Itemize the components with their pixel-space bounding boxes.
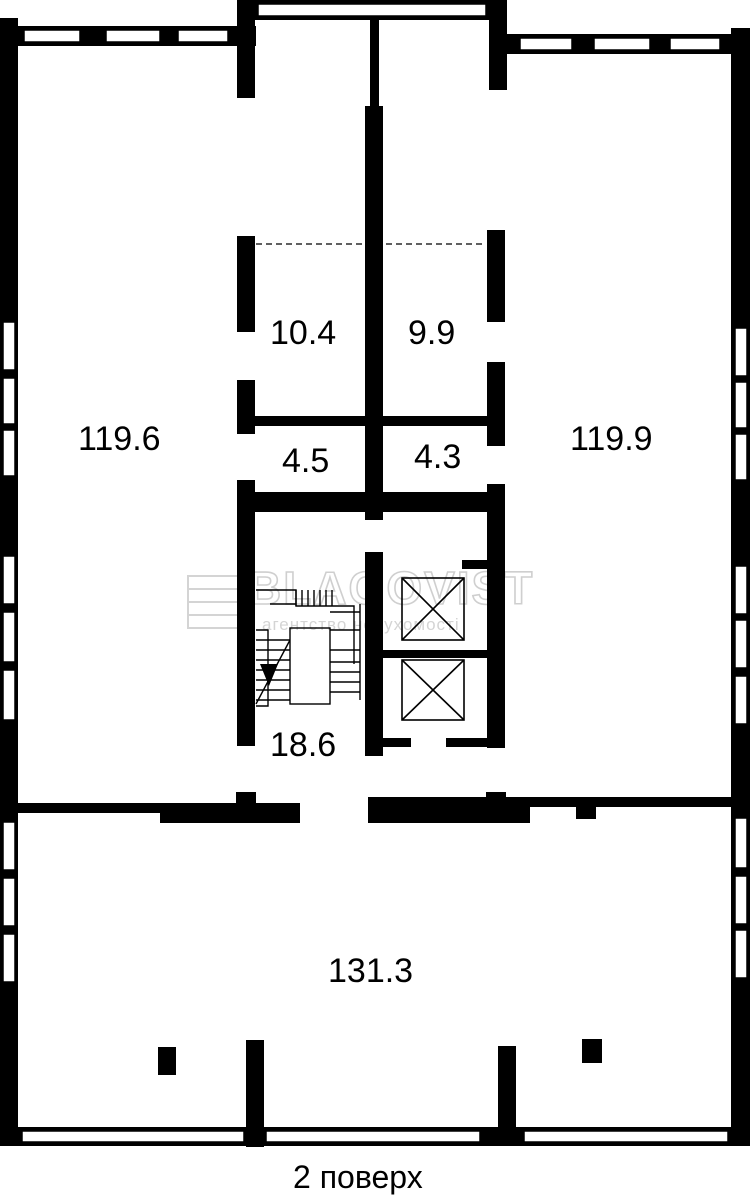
- interior-walls: [18, 20, 731, 1147]
- elevator-upper-icon: [401, 577, 465, 641]
- room-area-west: 119.6: [78, 420, 161, 458]
- windows: [2, 3, 748, 1143]
- stair-direction-arrow-icon: [260, 664, 278, 686]
- room-area-wc-left: 4.5: [282, 442, 329, 480]
- room-area-east: 119.9: [570, 420, 653, 458]
- room-labels: 119.6 119.9 10.4 9.9 4.5 4.3 18.6 131.3: [78, 314, 653, 990]
- room-area-office-left: 10.4: [270, 314, 336, 352]
- watermark-tagline: агентство нерухомості: [262, 615, 460, 634]
- floor-caption: 2 поверх: [293, 1159, 423, 1195]
- watermark: BLAGOVIST агентство нерухомості: [187, 561, 534, 634]
- room-area-wc-right: 4.3: [414, 438, 461, 476]
- elevator-lower-icon: [401, 659, 465, 721]
- room-area-south: 131.3: [328, 952, 413, 990]
- watermark-logo-icon: [187, 575, 241, 629]
- room-area-office-right: 9.9: [408, 314, 455, 352]
- watermark-brand: BLAGOVIST: [248, 562, 534, 614]
- room-area-stair-hall: 18.6: [270, 726, 336, 764]
- elevator-shafts: [401, 577, 465, 721]
